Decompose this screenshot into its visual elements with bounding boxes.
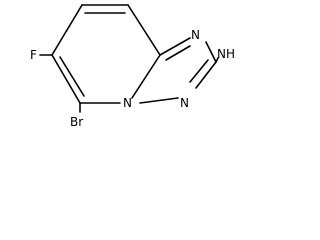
bond-n1-c2 [205, 41, 217, 63]
molecule-structure: N N N NH2 F Br [30, 4, 236, 129]
atom-bromo: Br [70, 115, 83, 129]
bond-c6-c5-inner [59, 56, 85, 97]
atom-n-bridge: N [123, 96, 132, 110]
atom-n-top: N [191, 28, 200, 42]
bond-c2-nh2 [215, 57, 219, 63]
bond-c7-c6 [51, 4, 83, 56]
bond-n4-c8a [131, 54, 161, 99]
bond-c8a-n1-inner [165, 45, 191, 61]
bond-c8a-n1 [159, 37, 191, 56]
atom-amine: NH2 [217, 47, 236, 61]
atom-fluoro: F [30, 48, 37, 62]
atom-n-bottom: N [180, 96, 189, 110]
bond-c2-n3 [195, 61, 217, 89]
bond-c2-n3-inner [189, 59, 209, 83]
bond-c6-c5 [51, 54, 81, 104]
bond-c8a-c8 [127, 4, 161, 56]
bond-n3-n4 [139, 97, 179, 104]
